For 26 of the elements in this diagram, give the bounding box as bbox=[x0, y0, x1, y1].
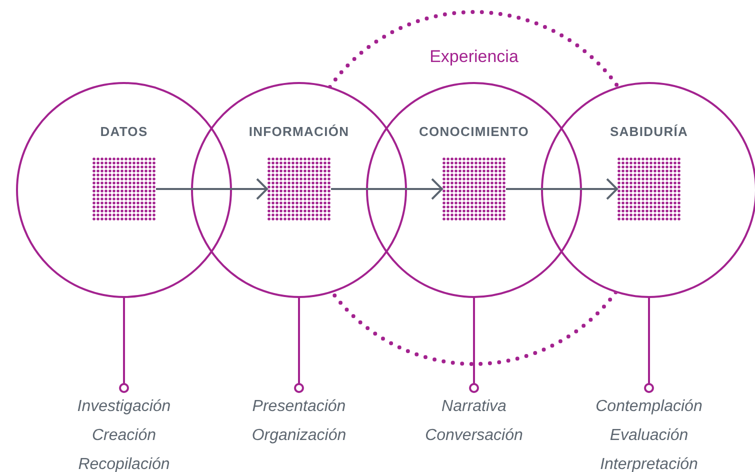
leader-line bbox=[644, 298, 654, 393]
arrow bbox=[156, 178, 268, 200]
activity-label: Presentación bbox=[252, 397, 346, 417]
leader-line bbox=[294, 298, 304, 393]
stage-title: CONOCIMIENTO bbox=[418, 124, 530, 140]
leader-line bbox=[469, 298, 479, 393]
activity-label: Organización bbox=[252, 426, 346, 446]
activity-label: Narrativa bbox=[442, 397, 506, 417]
dot-grid bbox=[92, 157, 156, 221]
dot-grid bbox=[442, 157, 506, 221]
activity-label: Investigación bbox=[77, 397, 171, 417]
stage-title: INFORMACIÓN bbox=[248, 124, 350, 140]
activity-label: Creación bbox=[92, 426, 156, 446]
activity-label: Interpretación bbox=[600, 455, 698, 472]
arrow bbox=[331, 178, 443, 200]
stage-title: DATOS bbox=[100, 124, 148, 140]
activity-label: Recopilación bbox=[78, 455, 170, 472]
arrow bbox=[506, 178, 618, 200]
activity-label: Contemplación bbox=[596, 397, 702, 417]
activity-label: Conversación bbox=[425, 426, 523, 446]
leader-line bbox=[119, 298, 129, 393]
stage-title: SABIDURÍA bbox=[610, 124, 688, 140]
activity-label: Evaluación bbox=[610, 426, 688, 446]
dot-grid bbox=[267, 157, 331, 221]
circle-label: Experiencia bbox=[428, 46, 520, 68]
dot-grid bbox=[617, 157, 681, 221]
